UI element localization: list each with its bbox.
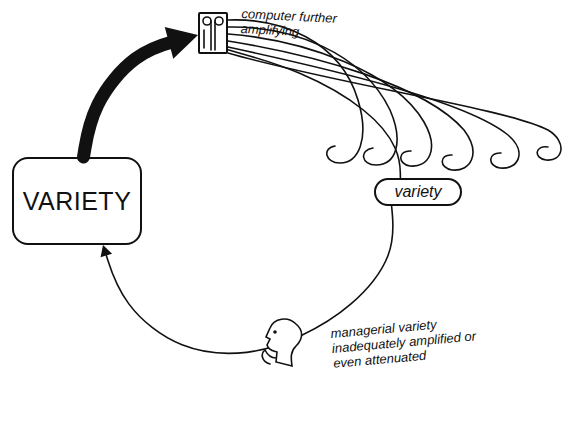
flow-arrow [228,50,400,178]
tape-reel [203,17,211,25]
variety-box: VARIETY [12,157,142,245]
node-heading: computer further amplifying [240,6,361,42]
connector-line [228,50,400,178]
node-label: variety [394,183,441,201]
flow-arrow [84,27,199,157]
flow-line [228,20,363,163]
flow-line [228,53,561,160]
flow-line [228,27,397,165]
manager-eye [274,331,276,333]
connector-line [84,40,181,157]
node-label: VARIETY [23,187,132,216]
illustration [203,17,561,366]
tape-line [204,21,215,50]
arrow-head [165,27,198,59]
arrow-head [101,245,113,257]
manager-hand [262,350,276,364]
flow-line [228,41,473,170]
note-text: managerial variety inadequately amplifie… [330,313,481,371]
variety-box: variety [374,178,462,206]
computer-box: computer further amplifying [198,12,228,54]
tape-reel [215,17,223,25]
